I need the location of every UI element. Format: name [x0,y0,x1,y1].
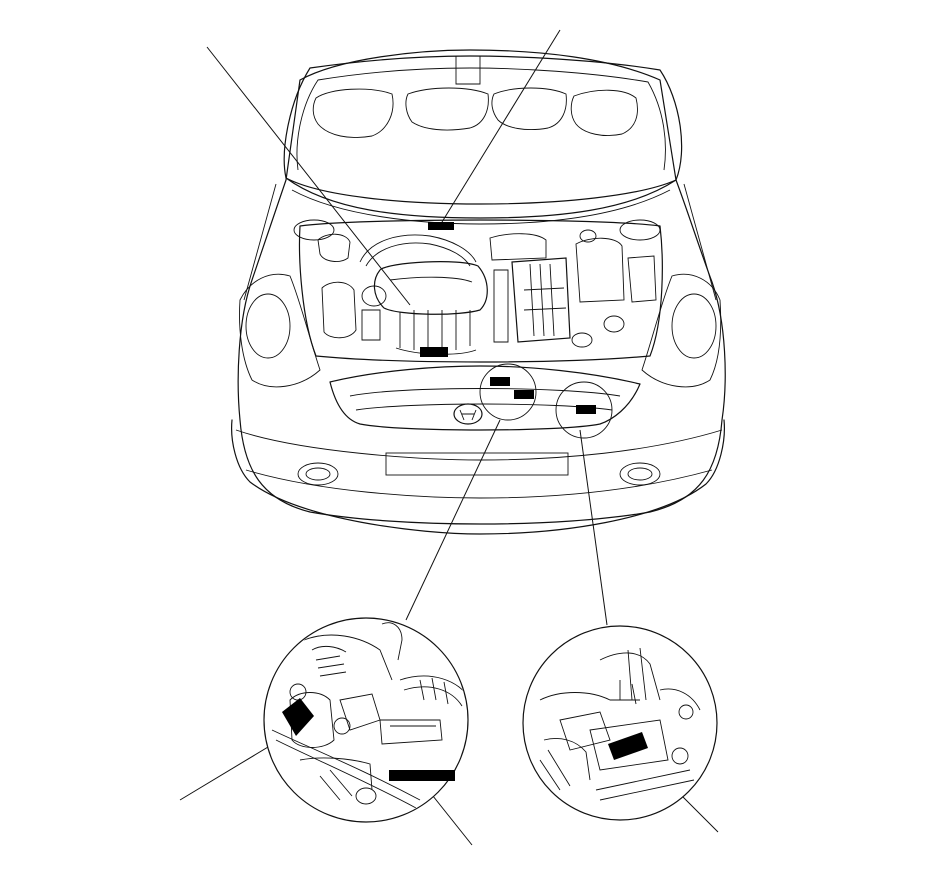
label-block-inset-left-part [282,698,314,736]
detail-marker-right [555,381,613,439]
label-block-engine [420,347,448,357]
label-block-front-right [576,405,596,414]
detail-view-left [263,617,469,823]
detail-view-right [522,625,718,821]
label-block-hood [428,222,454,230]
label-blocks-main [420,222,596,414]
label-block-front-left [490,377,510,386]
label-block-inset-right [608,732,648,760]
hood [243,55,717,301]
detail-marker-left [479,363,537,421]
label-block-front-center [514,390,534,399]
label-block-inset-left-pipe [389,770,455,781]
engine-bay [293,219,663,363]
